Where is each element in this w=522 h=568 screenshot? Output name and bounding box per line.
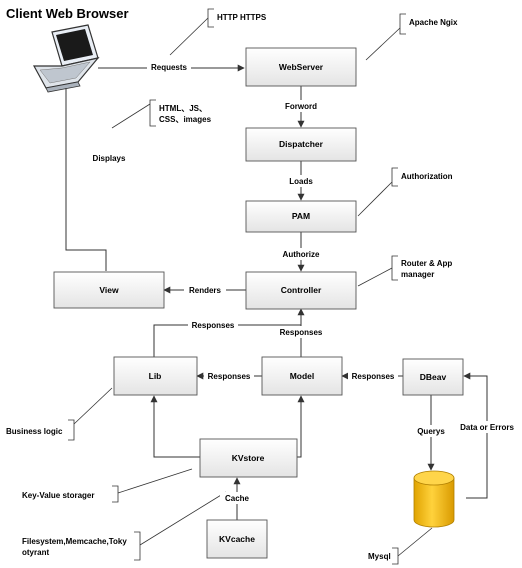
annotation-mysql: Mysql [368, 552, 391, 561]
label-responses-lib: Responses [192, 321, 235, 330]
annotation-authorization: Authorization [401, 172, 453, 181]
node-controller: Controller [245, 271, 357, 310]
annotation-callouts [68, 8, 433, 565]
label-displays: Displays [93, 154, 126, 163]
node-dbeav-label: DBeav [420, 372, 447, 382]
diagram-title: Client Web Browser [6, 6, 129, 21]
node-lib: Lib [113, 356, 198, 396]
edge-kv-lib [150, 395, 200, 458]
node-pam-label: PAM [292, 211, 310, 221]
annotation-apache: Apache Ngix [409, 18, 458, 27]
node-dispatcher: Dispatcher [245, 127, 357, 162]
annotation-business-logic: Business logic [6, 427, 63, 436]
node-dbeav: DBeav [402, 358, 464, 396]
node-kvstore-label: KVstore [232, 453, 265, 463]
node-view: View [53, 271, 165, 309]
node-view-label: View [99, 285, 119, 295]
edge-data-or-errors [463, 372, 488, 499]
node-controller-label: Controller [281, 285, 322, 295]
label-responses-model: Responses [280, 328, 323, 337]
node-webserver: WebServer [245, 47, 357, 87]
node-model-label: Model [290, 371, 315, 381]
label-requests: Requests [151, 63, 188, 72]
label-authorize: Authorize [283, 250, 320, 259]
laptop-icon [32, 24, 100, 93]
label-renders: Renders [189, 286, 222, 295]
edge-kv-model [297, 395, 305, 458]
annotation-fs-line2: otyrant [22, 548, 49, 557]
node-model: Model [261, 356, 343, 396]
node-webserver-label: WebServer [279, 62, 324, 72]
annotation-fs-line1: Filesystem,Memcache,Toky [22, 537, 127, 546]
annotation-html-line1: HTML、JS、 [159, 104, 207, 113]
node-dispatcher-label: Dispatcher [279, 139, 324, 149]
edge-displays [65, 88, 107, 271]
label-loads: Loads [289, 177, 313, 186]
annotations: HTTP HTTPS Apache Ngix HTML、JS、 CSS、imag… [6, 13, 458, 561]
label-responses-model-lib: Responses [208, 372, 251, 381]
annotation-router-line1: Router & App [401, 259, 452, 268]
label-cache: Cache [225, 494, 250, 503]
label-responses-dbeav: Responses [352, 372, 395, 381]
annotation-kv-storager: Key-Value storager [22, 491, 94, 500]
label-data-or-errors: Data or Errors [460, 423, 514, 432]
node-kvstore: KVstore [199, 438, 298, 478]
annotation-html-line2: CSS、images [159, 115, 212, 124]
node-pam: PAM [245, 200, 357, 233]
edge-responses-lib [153, 324, 301, 357]
mysql-database-icon [413, 470, 455, 528]
node-kvcache: KVcache [206, 519, 268, 559]
edge-labels: Requests Forword Loads Authorize Renders… [88, 61, 518, 504]
node-lib-label: Lib [149, 371, 162, 381]
annotation-router-line2: manager [401, 270, 434, 279]
node-kvcache-label: KVcache [219, 534, 255, 544]
annotation-http: HTTP HTTPS [217, 13, 267, 22]
label-querys: Querys [417, 427, 445, 436]
label-forword: Forword [285, 102, 317, 111]
